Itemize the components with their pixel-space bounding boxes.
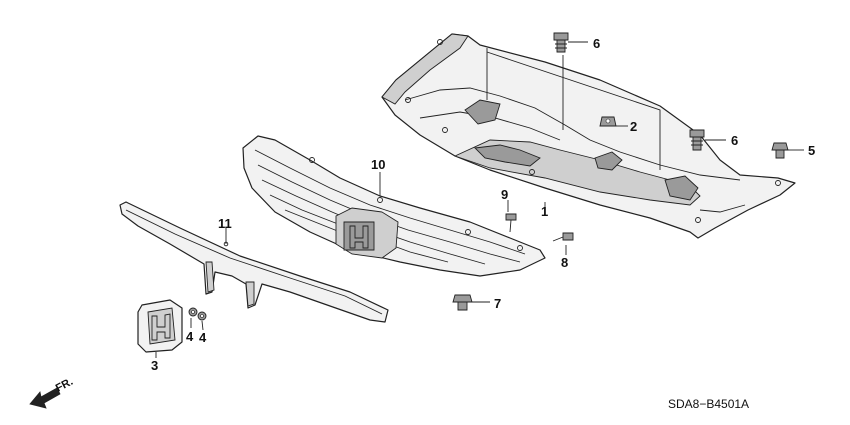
callout-6a: 6 [593, 36, 600, 51]
front-arrow-icon [29, 387, 61, 409]
part-7-clip [452, 294, 473, 311]
callouts: 1 2 3 4 4 5 6 6 7 8 9 10 11 [151, 36, 815, 373]
callout-7: 7 [494, 296, 501, 311]
callout-4a: 4 [186, 329, 194, 344]
part-6-clip-top [553, 32, 569, 53]
part-10-grille [242, 135, 546, 277]
callout-3: 3 [151, 358, 158, 373]
leader-lines [155, 41, 804, 358]
part-11-molding [119, 201, 389, 323]
callout-9: 9 [501, 187, 508, 202]
part-1-upper-cover [381, 33, 796, 239]
callout-4b: 4 [199, 330, 207, 345]
callout-1: 1 [541, 204, 548, 219]
callout-8: 8 [561, 255, 568, 270]
callout-5: 5 [808, 143, 815, 158]
diagram-reference-code: SDA8−B4501A [668, 397, 749, 411]
front-direction-indicator: FR. [29, 376, 75, 409]
part-2-nut [599, 116, 617, 127]
callout-2: 2 [630, 119, 637, 134]
front-label: FR. [54, 376, 75, 395]
part-3-emblem [137, 299, 183, 353]
callout-10: 10 [371, 157, 385, 172]
part-6-clip-right [689, 129, 705, 151]
part-9-screw [505, 213, 517, 233]
part-8-screw [552, 232, 574, 242]
part-5-clip [771, 142, 789, 159]
part-4-nuts [188, 307, 207, 321]
callout-11: 11 [218, 216, 232, 231]
callout-6b: 6 [731, 133, 738, 148]
